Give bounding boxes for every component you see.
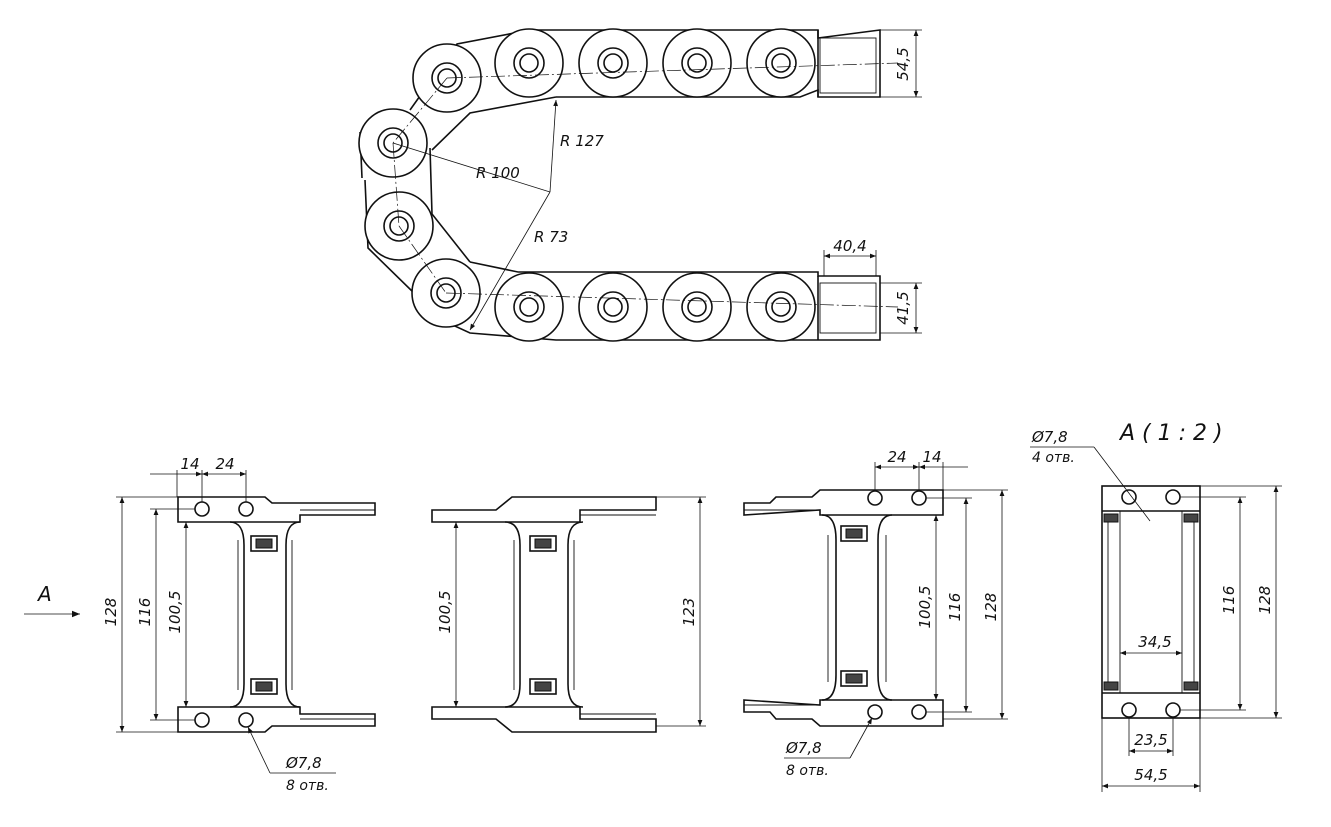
view-arrow-label: A: [36, 582, 52, 606]
dim-height-123: 123: [680, 598, 698, 627]
hole-count-label: 8 отв.: [786, 763, 829, 779]
chain-top-view: 54,5 41,5 40,4 R 127 R 100 R 73: [358, 28, 922, 342]
dim-height-128: 128: [982, 593, 1000, 622]
dim-pitch-b: 24: [215, 455, 234, 473]
dim-width: 40,4: [833, 237, 866, 255]
dim-height-128: 128: [102, 598, 120, 627]
dim-height-116: 116: [136, 598, 154, 627]
roller-lower-3: [662, 272, 732, 342]
roller-upper-2: [578, 28, 648, 98]
hole-diameter-label: Ø7,8: [785, 739, 822, 757]
dim-width-54-5: 54,5: [1134, 766, 1167, 784]
dim-radius-outer: R 127: [560, 132, 604, 150]
roller-upper-3: [662, 28, 732, 98]
dim-height-inner: 41,5: [894, 291, 912, 324]
dim-radius-mid: R 100: [476, 164, 520, 182]
dim-height-116: 116: [1220, 586, 1238, 615]
roller-upper-1: [494, 28, 564, 98]
roller-upper-4: [746, 28, 816, 98]
hole-count-label: 8 отв.: [286, 778, 329, 794]
dim-height-116: 116: [946, 593, 964, 622]
roller-lower-4: [746, 272, 816, 342]
section-view-a: A ( 1 : 2 ) Ø7,8 4 отв. 116 128 34,5: [1030, 421, 1282, 792]
dim-pitch-b: 24: [887, 448, 906, 466]
dim-height-outer: 54,5: [894, 47, 912, 80]
dim-width-34-5: 34,5: [1138, 633, 1171, 651]
dim-width-23-5: 23,5: [1134, 731, 1167, 749]
view-title: A ( 1 : 2 ): [1118, 421, 1223, 446]
roller-lower-1: [494, 272, 564, 342]
dim-height-100-5: 100,5: [916, 586, 934, 629]
dim-height-100-5: 100,5: [166, 591, 184, 634]
dim-height-100-5: 100,5: [436, 591, 454, 634]
hole-diameter-label: Ø7,8: [1031, 428, 1068, 446]
link-view-1: 14 24 128 116 100,5 Ø7,8 8 отв. A: [24, 455, 376, 794]
dim-radius-inner: R 73: [534, 228, 568, 246]
hole-diameter-label: Ø7,8: [285, 754, 322, 772]
link-view-2: 100,5 123: [431, 496, 706, 733]
dim-pitch-a: 14: [922, 448, 941, 466]
link-view-3: 24 14 100,5 116 128 Ø7,8 8 отв.: [743, 448, 1008, 779]
hole-count-label: 4 отв.: [1032, 450, 1075, 466]
dim-pitch-a: 14: [180, 455, 199, 473]
roller-lower-2: [578, 272, 648, 342]
dim-height-128: 128: [1256, 586, 1274, 615]
